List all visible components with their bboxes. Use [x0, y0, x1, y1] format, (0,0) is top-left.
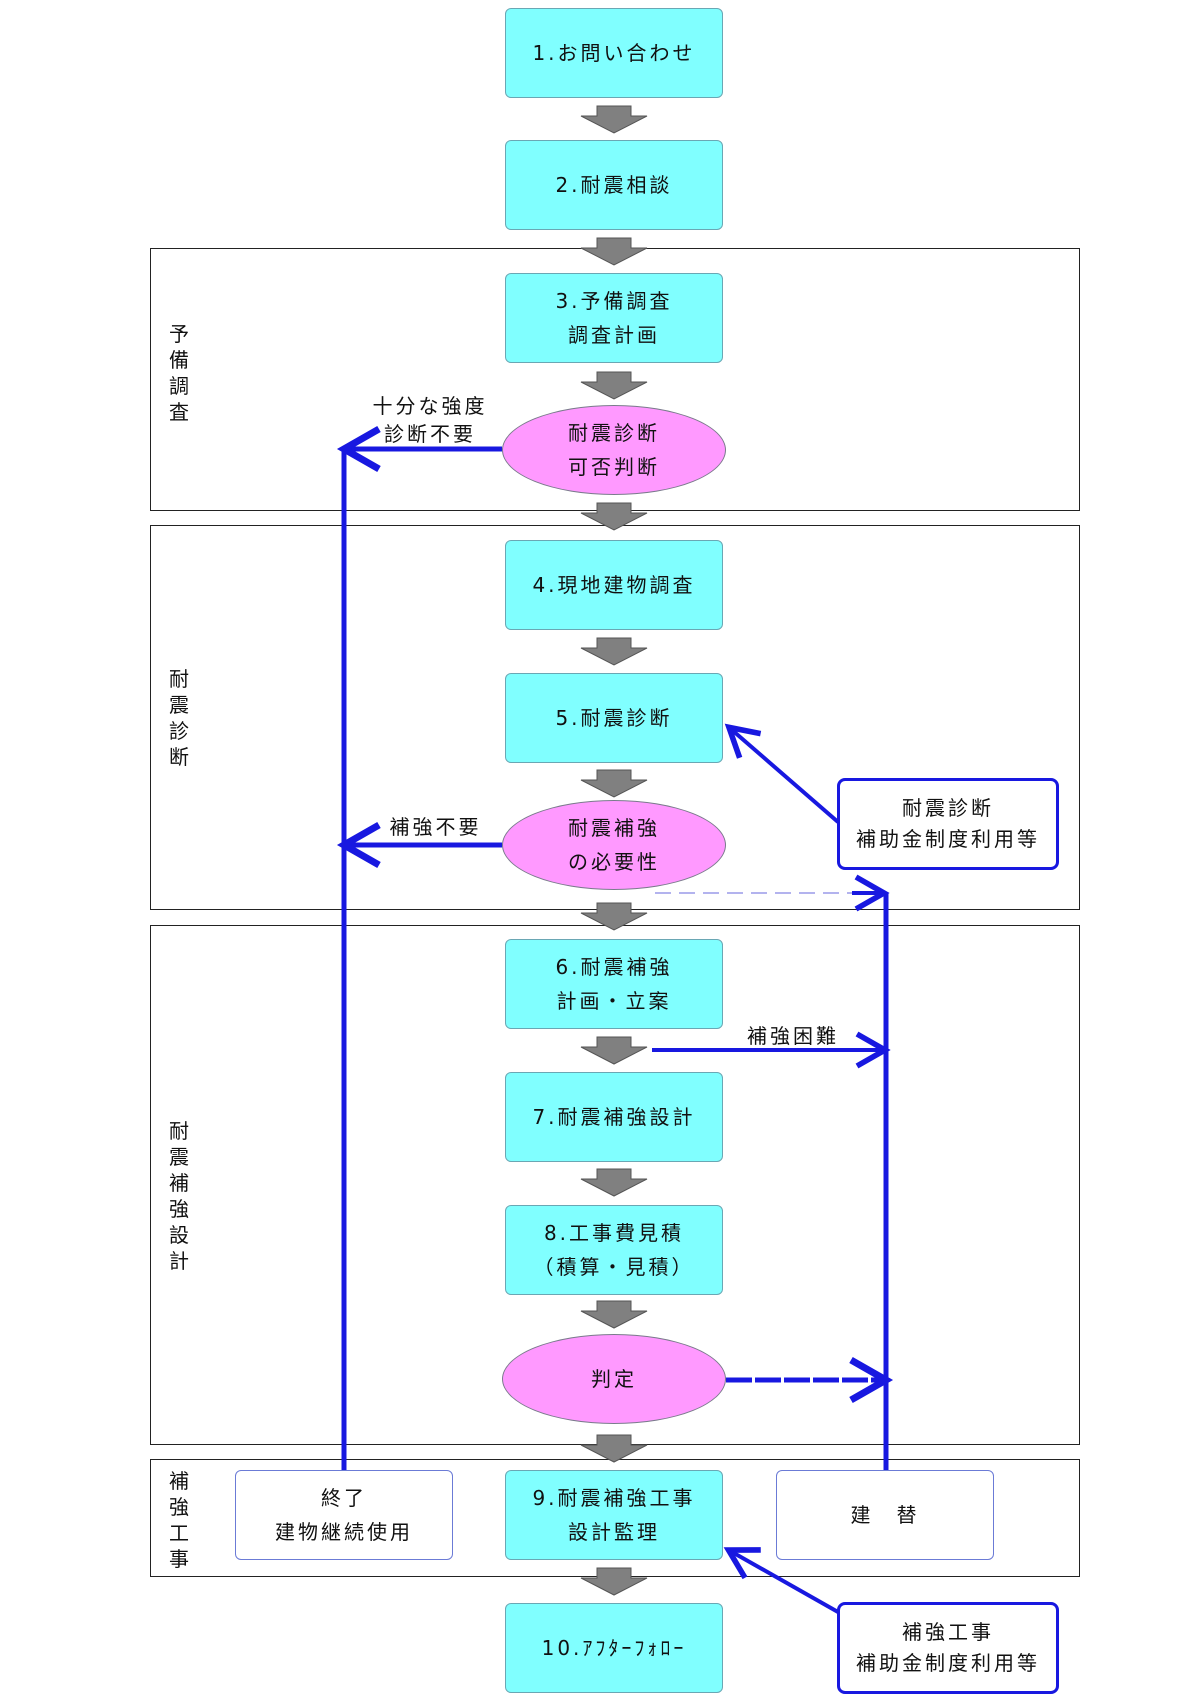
text-line: 2.耐震相談 — [555, 173, 673, 197]
text-line: 5.耐震診断 — [555, 706, 673, 730]
label-reinforcement-difficult: 補強困難 — [747, 1024, 839, 1048]
phase-label-char: 査 — [169, 400, 189, 424]
text-line: 終了 — [321, 1486, 367, 1510]
phase-label-char: 設 — [169, 1223, 189, 1247]
down-arrow — [580, 1434, 648, 1463]
phase-label-char: 断 — [169, 745, 189, 769]
phase-label-char: 補 — [169, 1171, 189, 1195]
phase-label-char: 強 — [169, 1197, 189, 1221]
text-line: 3.予備調査 — [555, 289, 673, 313]
phase-label: 補強工事 — [167, 1468, 191, 1572]
text-line: 8.工事費見積 — [543, 1221, 685, 1245]
phase-label-char: 予 — [169, 322, 189, 346]
text-line: 可否判断 — [568, 455, 660, 479]
text-line: 十分な強度 — [372, 394, 488, 418]
text-line: 補助金制度利用等 — [856, 1651, 1040, 1675]
phase-label-char: 工 — [169, 1521, 189, 1545]
text-line: 調査計画 — [568, 323, 660, 347]
text-line: 10.ｱﾌﾀｰﾌｫﾛｰ — [541, 1636, 687, 1660]
text-line: 4.現地建物調査 — [532, 573, 696, 597]
phase-label-char: 事 — [169, 1547, 189, 1571]
text-line: 判定 — [591, 1367, 637, 1391]
phase-label-char: 耐 — [169, 667, 189, 691]
note-work-subsidy: 補強工事補助金制度利用等 — [837, 1602, 1059, 1694]
step-2-consultation: 2.耐震相談 — [505, 140, 723, 230]
label-sufficient-strength: 十分な強度診断不要 — [360, 392, 500, 448]
text-line: 耐震補強 — [568, 816, 660, 840]
down-arrow — [580, 1036, 648, 1065]
down-arrow — [580, 769, 648, 798]
text-line: 6.耐震補強 — [555, 955, 673, 979]
down-arrow — [580, 1300, 648, 1329]
text-line: 診断不要 — [384, 422, 476, 446]
phase-label-char: 震 — [169, 693, 189, 717]
note2-connector — [723, 1547, 839, 1614]
text-line: の必要性 — [568, 850, 660, 874]
text-line: 建 替 — [850, 1503, 920, 1527]
text-line: 耐震診断 — [568, 421, 660, 445]
outcome-rebuild: 建 替 — [776, 1470, 994, 1560]
text-line: 7.耐震補強設計 — [532, 1105, 696, 1129]
step-6-reinforcement-plan: 6.耐震補強計画・立案 — [505, 939, 723, 1029]
note-diagnosis-subsidy: 耐震診断補助金制度利用等 — [837, 778, 1059, 870]
text-line: 建物継続使用 — [275, 1520, 413, 1544]
decision-reinforcement-need: 耐震補強の必要性 — [502, 800, 726, 890]
phase-label: 耐震補強設計 — [167, 1118, 191, 1274]
step-8-cost-estimate: 8.工事費見積 （積算・見積） — [505, 1205, 723, 1295]
text-line: 補助金制度利用等 — [856, 827, 1040, 851]
phase-label-char: 耐 — [169, 1119, 189, 1143]
label-no-reinforcement: 補強不要 — [389, 815, 482, 839]
down-arrow — [580, 502, 648, 531]
decision-judgment: 判定 — [502, 1334, 726, 1424]
gray-arrows — [580, 105, 648, 1596]
down-arrow — [580, 902, 648, 931]
step-3-preliminary-survey: 3.予備調査調査計画 — [505, 273, 723, 363]
text-line: （積算・見積） — [533, 1255, 695, 1279]
step-4-site-survey: 4.現地建物調査 — [505, 540, 723, 630]
down-arrow — [580, 371, 648, 400]
down-arrow — [580, 237, 648, 266]
text-line: 9.耐震補強工事 — [532, 1486, 696, 1510]
step-1-inquiry: 1.お問い合わせ — [505, 8, 723, 98]
note1-connector — [724, 723, 840, 824]
down-arrow — [580, 105, 648, 134]
text-line: 耐震診断 — [902, 796, 994, 820]
text-line: 補強工事 — [902, 1620, 994, 1644]
phase-label-char: 診 — [169, 719, 189, 743]
down-arrow — [580, 1567, 648, 1596]
decision-diagnosis-feasibility: 耐震診断可否判断 — [502, 405, 726, 495]
phase-label-char: 補 — [169, 1469, 189, 1493]
down-arrow — [580, 637, 648, 666]
text-line: 1.お問い合わせ — [532, 41, 696, 65]
phase-label: 予備調査 — [167, 321, 191, 425]
step-5-seismic-diagnosis: 5.耐震診断 — [505, 673, 723, 763]
phase-label-char: 調 — [169, 374, 189, 398]
phase-label-char: 強 — [169, 1495, 189, 1519]
phase-label-char: 計 — [169, 1249, 189, 1273]
text-line: 設計監理 — [568, 1520, 660, 1544]
outcome-end-continued-use: 終了建物継続使用 — [235, 1470, 453, 1560]
phase-label-char: 震 — [169, 1145, 189, 1169]
phase-label-char: 備 — [169, 348, 189, 372]
down-arrow — [580, 1168, 648, 1197]
phase-label: 耐震診断 — [167, 666, 191, 770]
step-9-reinforcement-work: 9.耐震補強工事設計監理 — [505, 1470, 723, 1560]
step-7-reinforcement-design: 7.耐震補強設計 — [505, 1072, 723, 1162]
text-line: 計画・立案 — [556, 989, 672, 1013]
step-10-after-follow: 10.ｱﾌﾀｰﾌｫﾛｰ — [505, 1603, 723, 1693]
